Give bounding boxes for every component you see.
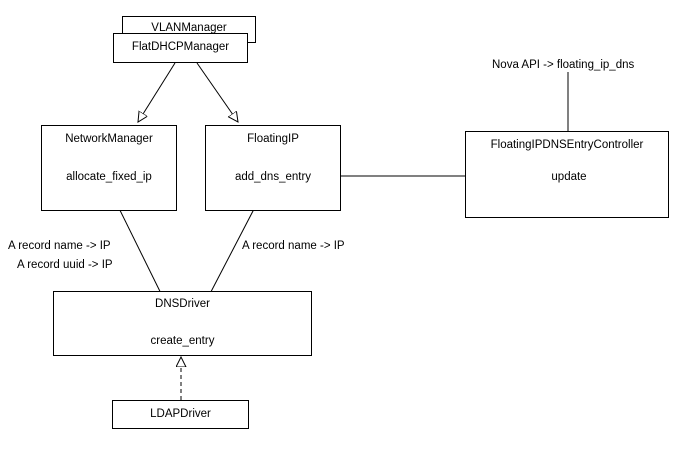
network-to-dns-label-line2: A record uuid -> IP xyxy=(17,259,113,271)
network-manager-method: allocate_fixed_ip xyxy=(66,171,152,183)
floating-ip-dns-entry-controller-title: FloatingIPDNSEntryController xyxy=(490,139,644,151)
floating-ip-method: add_dns_entry xyxy=(234,171,312,183)
ldap-driver-box[interactable]: LDAPDriver xyxy=(112,400,249,429)
floating-ip-box[interactable]: FloatingIP add_dns_entry xyxy=(205,125,341,211)
floating-to-dns-label: A record name -> IP xyxy=(242,240,345,252)
dns-driver-box[interactable]: DNSDriver create_entry xyxy=(53,291,312,356)
dns-driver-title: DNSDriver xyxy=(155,298,210,310)
floating-ip-dns-entry-controller-box[interactable]: FloatingIPDNSEntryController update xyxy=(465,131,669,218)
edge-flatdhcp-to-networkmanager xyxy=(138,62,176,122)
floating-ip-title: FloatingIP xyxy=(247,133,299,145)
flat-dhcp-manager-title: FlatDHCPManager xyxy=(131,41,230,53)
ldap-driver-title: LDAPDriver xyxy=(150,408,211,420)
edge-flatdhcp-to-floatingip xyxy=(196,62,238,122)
network-manager-box[interactable]: NetworkManager allocate_fixed_ip xyxy=(41,125,177,211)
dns-driver-method: create_entry xyxy=(150,335,215,347)
network-to-dns-label-line1: A record name -> IP xyxy=(8,240,111,252)
network-manager-title: NetworkManager xyxy=(65,133,153,145)
flat-dhcp-manager-box[interactable]: FlatDHCPManager xyxy=(113,33,248,63)
nova-api-label: Nova API -> floating_ip_dns xyxy=(492,59,635,71)
floating-ip-dns-entry-controller-method: update xyxy=(526,170,612,184)
vlan-manager-title: VLANManager xyxy=(151,22,227,34)
